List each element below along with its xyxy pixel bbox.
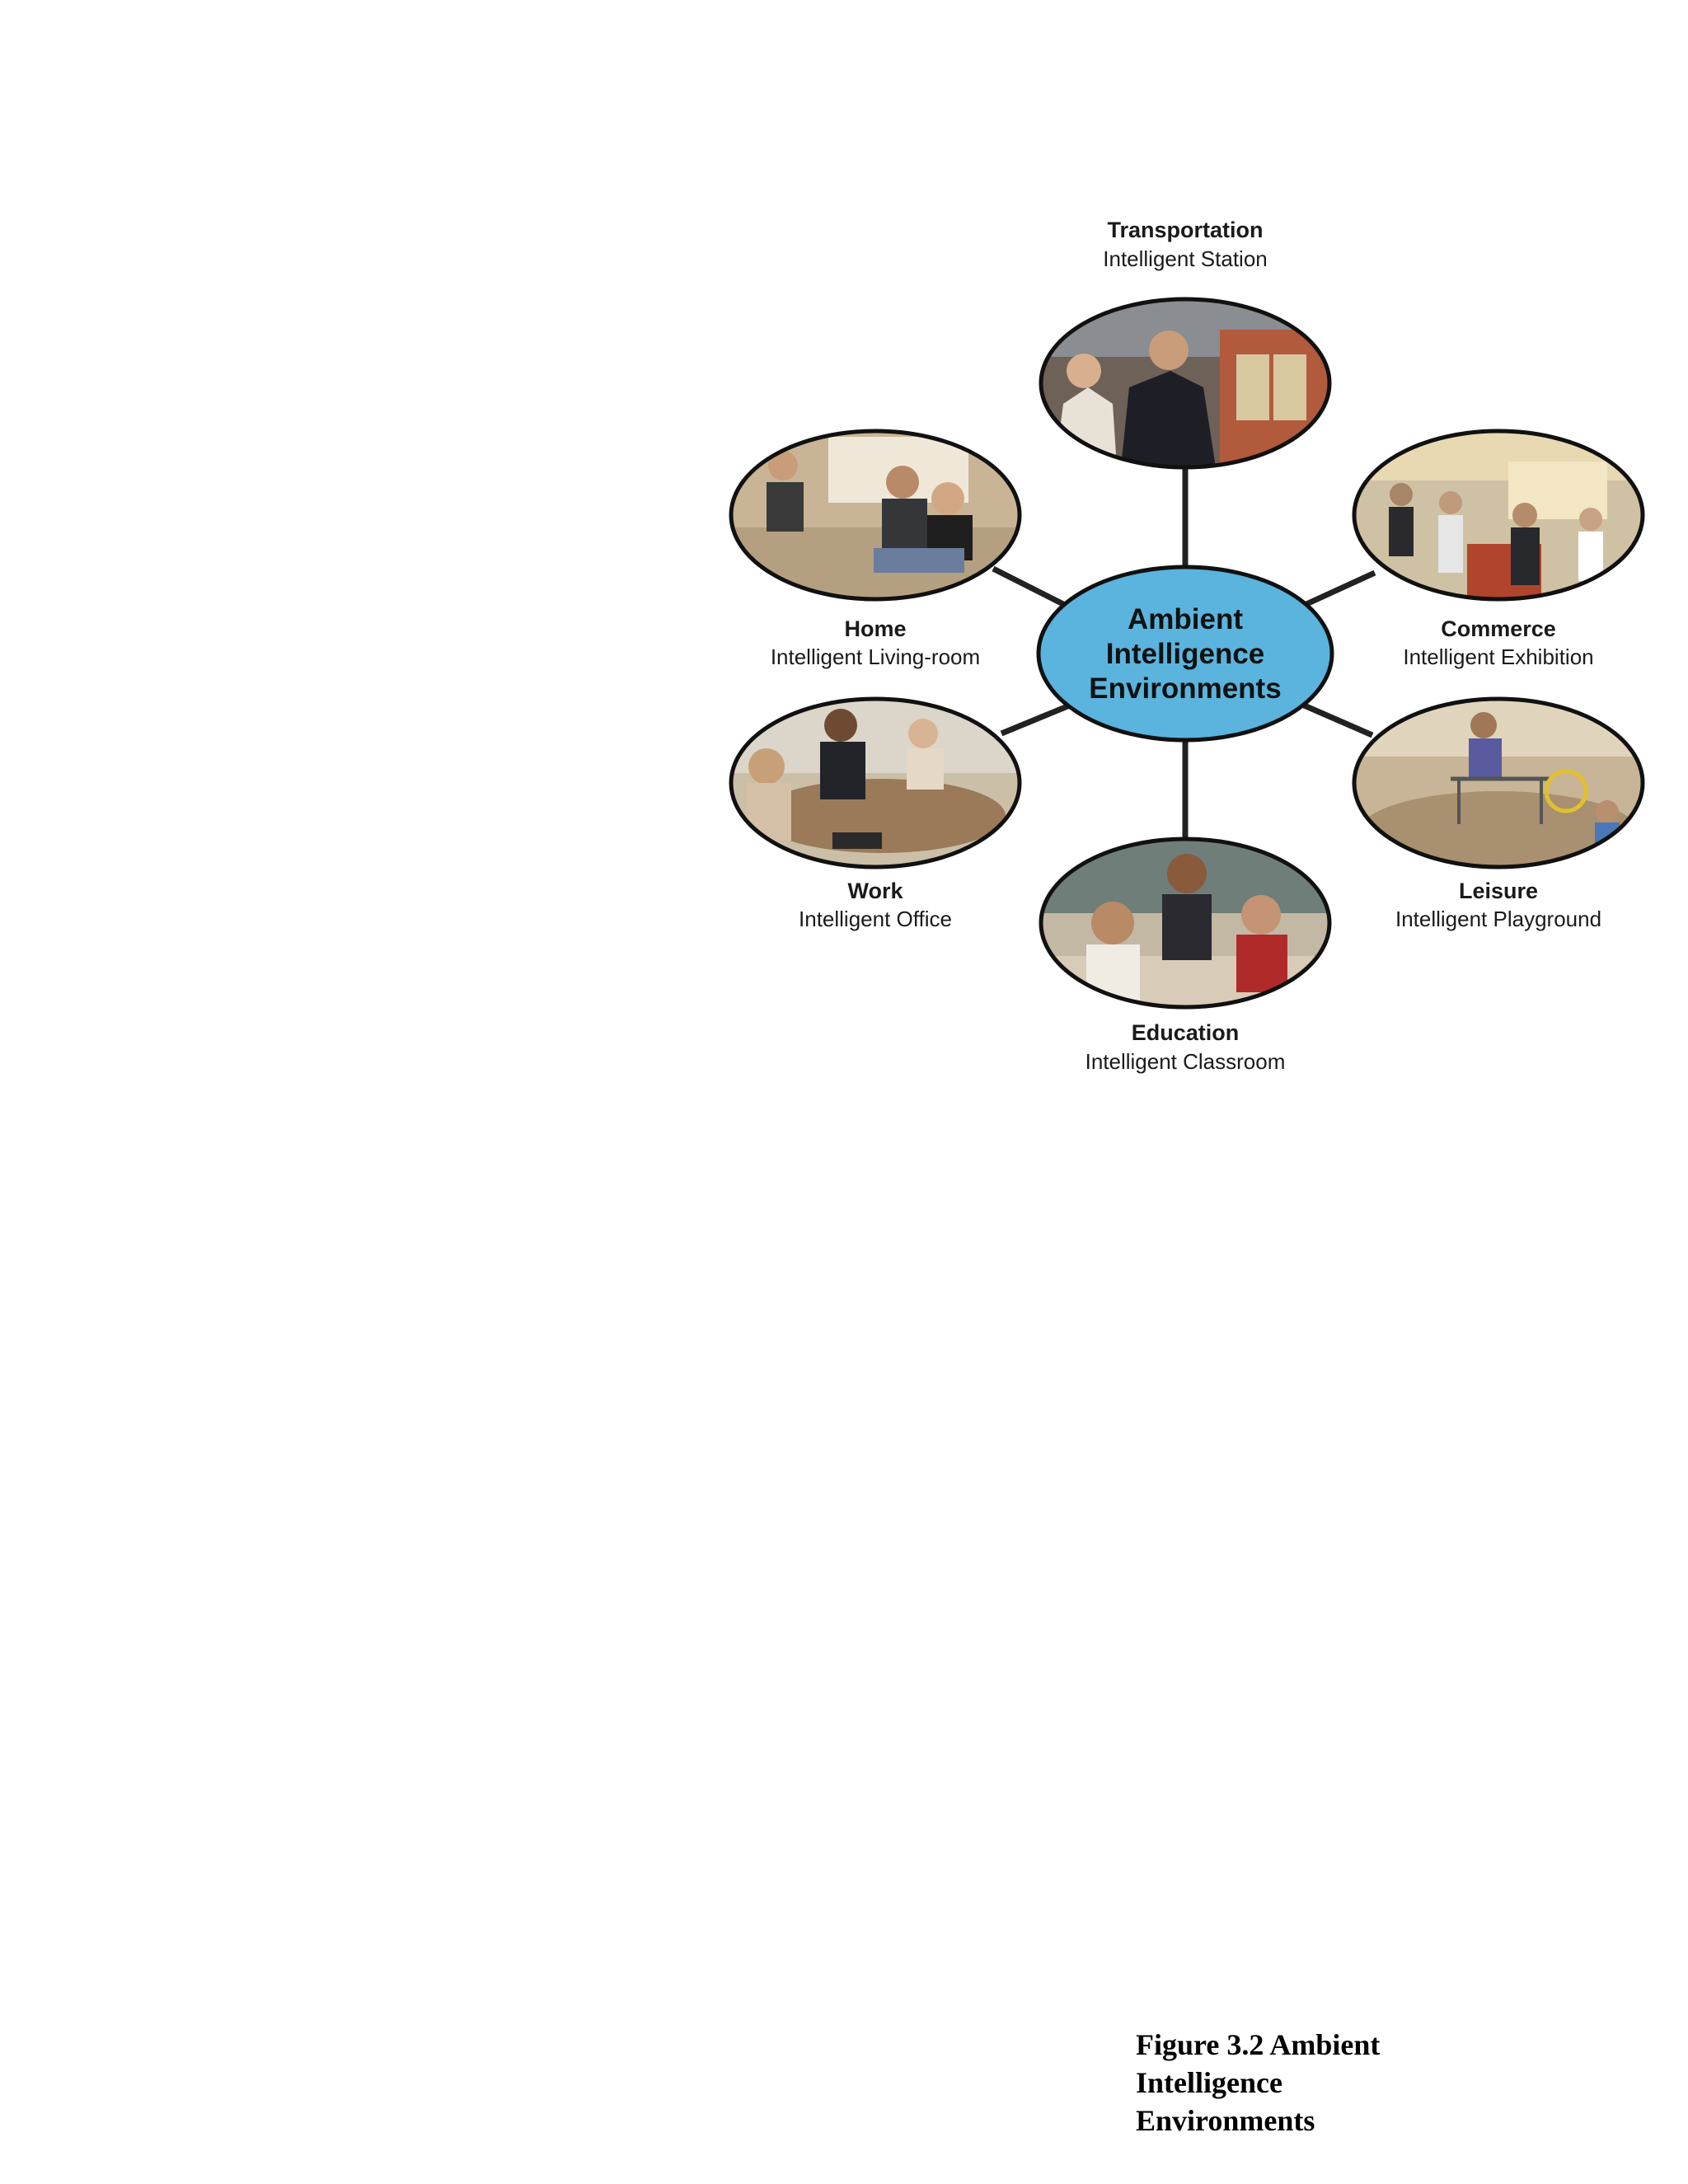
connector-lines [992,467,1376,839]
connector-work [1000,701,1073,737]
center-hub: Ambient Intelligence Environments [1036,565,1334,743]
leisure-photo [1352,696,1645,869]
transportation-title: Transportation [1107,218,1263,242]
commerce-title: Commerce [1441,616,1556,641]
connector-home [992,565,1065,607]
home-photo [729,429,1022,602]
figure-caption: Figure 3.2 Ambient Intelligence Environm… [1136,2028,1381,2137]
education-subtitle: Intelligent Classroom [1085,1049,1286,1074]
home-title: Home [844,616,906,641]
transportation-photo [1039,297,1332,470]
leisure-subtitle: Intelligent Playground [1395,907,1601,931]
work-photo [729,696,1022,869]
work-subtitle: Intelligent Office [799,907,952,931]
transportation-subtitle: Intelligent Station [1103,246,1267,271]
connector-commerce [1305,569,1376,607]
connector-leisure [1301,701,1374,738]
center-line-2: Intelligence [1106,638,1265,670]
node-labels: Transportation Intelligent Station Home … [771,218,1601,1074]
center-line-1: Ambient [1128,603,1243,635]
commerce-subtitle: Intelligent Exhibition [1403,644,1593,669]
education-photo [1039,837,1332,1010]
home-subtitle: Intelligent Living-room [771,644,980,669]
leisure-title: Leisure [1459,879,1538,903]
education-title: Education [1132,1020,1240,1045]
work-title: Work [847,879,903,903]
commerce-photo [1352,429,1645,602]
center-line-3: Environments [1089,673,1281,705]
